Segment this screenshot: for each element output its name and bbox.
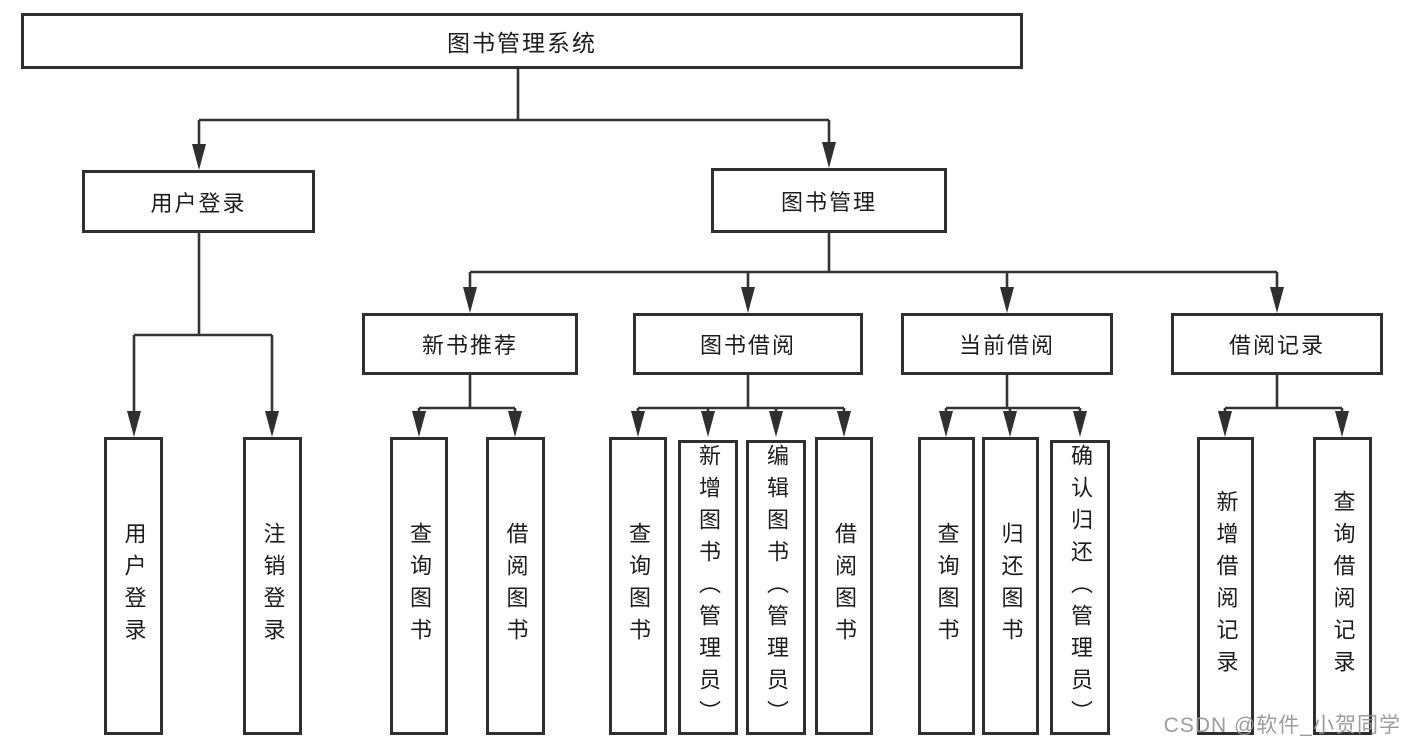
leaf-user-login: 用户登录 <box>104 437 163 735</box>
leaf-query-borrow-record: 查询借阅记录 <box>1313 437 1372 735</box>
node-current-borrowing: 当前借阅 <box>901 313 1113 375</box>
node-library-management-system: 图书管理系统 <box>21 13 1023 69</box>
leaf-label: 新增借阅记录 <box>1213 490 1239 682</box>
leaf-label: 查询图书 <box>407 522 432 650</box>
leaf-add-book-admin: 新增图书（管理员） <box>678 440 738 735</box>
leaf-confirm-return-admin: 确认归还（管理员） <box>1050 440 1110 735</box>
leaf-label: 新增图书（管理员） <box>696 443 721 732</box>
leaf-label: 用户登录 <box>121 522 147 650</box>
leaf-return-book: 归还图书 <box>982 437 1039 735</box>
leaf-label: 确认归还（管理员） <box>1068 443 1093 732</box>
leaf-label: 查询借阅记录 <box>1330 490 1356 682</box>
node-new-book-recommend: 新书推荐 <box>362 313 578 375</box>
leaf-label: 注销登录 <box>260 522 286 650</box>
node-borrowing-records: 借阅记录 <box>1171 313 1383 375</box>
node-book-borrowing: 图书借阅 <box>633 313 863 375</box>
leaf-borrow-books: 借阅图书 <box>486 437 545 735</box>
leaf-label: 查询图书 <box>626 522 651 650</box>
leaf-edit-book-admin: 编辑图书（管理员） <box>746 440 806 735</box>
leaf-label: 编辑图书（管理员） <box>764 443 789 732</box>
leaf-label: 借阅图书 <box>832 522 857 650</box>
leaf-logout: 注销登录 <box>243 437 302 735</box>
arrowhead-icons <box>127 142 1349 437</box>
node-book-management: 图书管理 <box>711 168 947 233</box>
leaf-label: 查询图书 <box>934 522 960 650</box>
leaf-add-borrow-record: 新增借阅记录 <box>1197 437 1254 735</box>
leaf-label: 归还图书 <box>998 522 1024 650</box>
leaf-label: 借阅图书 <box>503 522 529 650</box>
watermark: CSDN @软件_小贺同学 <box>1163 714 1401 737</box>
leaf-borrow-books-2: 借阅图书 <box>815 437 873 735</box>
leaf-query-books: 查询图书 <box>390 437 448 735</box>
node-user-login: 用户登录 <box>82 170 315 233</box>
leaf-query-books-3: 查询图书 <box>918 437 975 735</box>
leaf-query-books-2: 查询图书 <box>609 437 667 735</box>
